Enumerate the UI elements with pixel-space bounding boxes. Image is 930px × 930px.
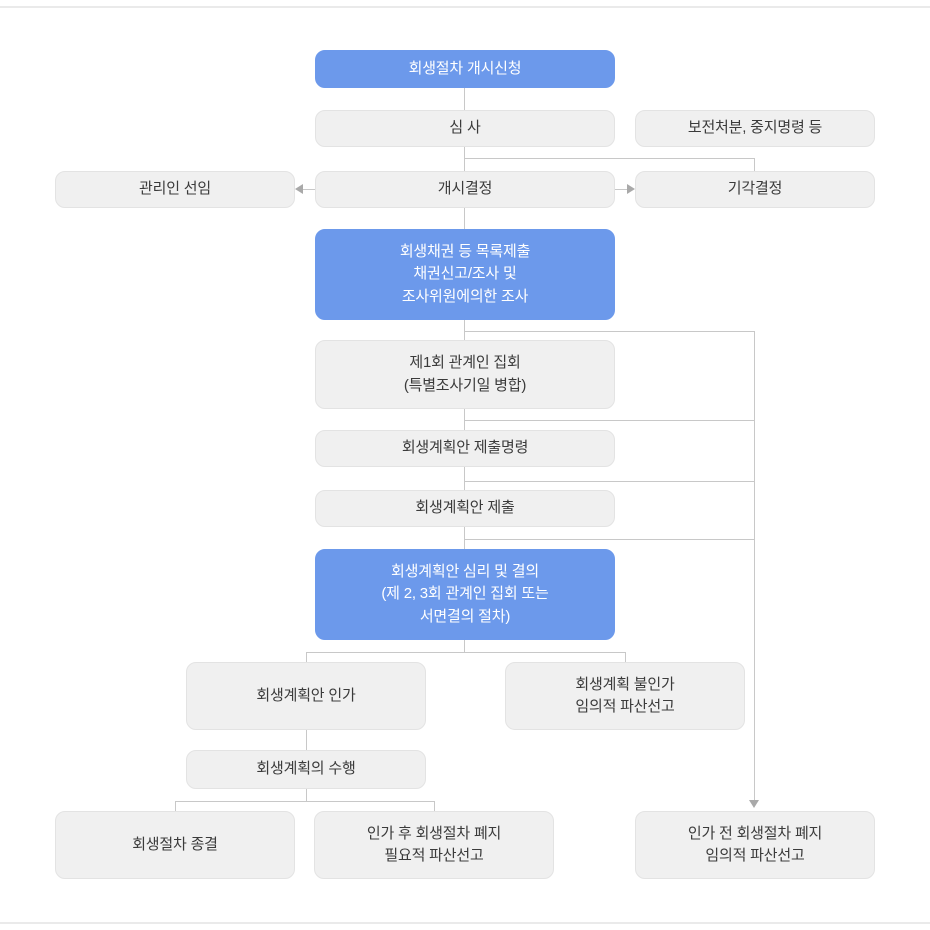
node-commencement-decision: 개시결정 <box>315 171 615 208</box>
node-label: 회생계획의 수행 <box>256 760 356 778</box>
node-label-line: 인가 후 회생절차 폐지 <box>366 824 502 842</box>
connector-split-to-post-discontinuance <box>434 801 435 811</box>
node-label-line: 채권신고/조사 및 <box>413 265 517 283</box>
node-label: 회생계획안 제출 <box>415 499 515 517</box>
connector-approval-implementation <box>306 730 307 750</box>
arrow-down-pre-discontinuance-icon <box>749 800 759 808</box>
connector-commencement-custodian <box>303 189 315 190</box>
node-label-line: 회생채권 등 목록제출 <box>399 242 531 260</box>
node-label: 회생절차 개시신청 <box>408 59 522 77</box>
node-label: 보전처분, 중지명령 등 <box>687 119 823 137</box>
connector-bottom-split-horizontal <box>175 801 434 802</box>
node-plan-submission: 회생계획안 제출 <box>315 490 615 527</box>
node-label-line: 필요적 파산선고 <box>384 847 484 864</box>
node-procedure-closure: 회생절차 종결 <box>55 811 295 879</box>
node-application: 회생절차 개시신청 <box>315 50 615 88</box>
arrow-left-custodian-icon <box>295 184 303 194</box>
node-plan-approval: 회생계획안 인가 <box>186 662 426 730</box>
node-first-meeting: 제1회 관계인 집회 (특별조사기일 병합) <box>315 340 615 409</box>
node-plan-implementation: 회생계획의 수행 <box>186 750 426 789</box>
node-label-line: 회생계획안 심리 및 결의 <box>391 562 539 580</box>
connector-plan-order-plan-submission <box>464 467 465 490</box>
node-label-line: (제 2, 3회 관계인 집회 또는 <box>381 585 549 603</box>
connector-branch-right-4 <box>464 539 754 540</box>
node-pre-approval-discontinuance: 인가 전 회생절차 폐지 임의적 파산선고 <box>635 811 875 879</box>
node-label: 심 사 <box>449 119 481 137</box>
connector-implementation-split-stub <box>306 789 307 801</box>
node-label-line: 서면결의 절차) <box>419 607 511 625</box>
node-label-line: 제1회 관계인 집회 <box>409 354 521 371</box>
node-label: 회생계획안 인가 <box>256 686 356 704</box>
node-claims-investigation: 회생채권 등 목록제출 채권신고/조사 및 조사위원에의한 조사 <box>315 229 615 320</box>
page-top-rule <box>0 6 930 8</box>
connector-plan-submission-deliberation <box>464 527 465 549</box>
node-label: 관리인 선임 <box>139 180 211 198</box>
node-examination: 심 사 <box>315 110 615 147</box>
connector-deliberation-split-stub <box>464 640 465 652</box>
arrow-right-dismissal-icon <box>627 184 635 194</box>
node-label: 개시결정 <box>437 180 493 198</box>
connector-branch-right-2 <box>464 420 754 421</box>
page-bottom-rule <box>0 922 930 924</box>
node-label: 회생절차 종결 <box>132 835 218 853</box>
connector-right-rail-to-pre-discontinuance <box>754 331 755 801</box>
connector-split-to-approval <box>306 652 307 662</box>
connector-branch-right-3 <box>464 481 754 482</box>
connector-examination-commencement <box>464 147 465 171</box>
connector-split-to-closure <box>175 801 176 811</box>
connector-split-to-disapproval <box>625 652 626 662</box>
connector-claims-first-meeting <box>464 320 465 340</box>
node-label-line: 임의적 파산선고 <box>575 698 675 715</box>
node-preservation: 보전처분, 중지명령 등 <box>635 110 875 147</box>
node-label: 회생계획안 제출명령 <box>401 439 529 457</box>
node-label-line: 조사위원에의한 조사 <box>401 287 529 305</box>
connector-first-meeting-plan-order <box>464 409 465 430</box>
node-label-line: (특별조사기일 병합) <box>403 376 527 394</box>
connector-commencement-claims <box>464 208 465 229</box>
node-label-line: 임의적 파산선고 <box>705 847 805 864</box>
node-label: 기각결정 <box>727 180 783 198</box>
connector-branch-to-dismissal-vertical <box>754 158 755 171</box>
node-custodian-appointment: 관리인 선임 <box>55 171 295 208</box>
node-post-approval-discontinuance: 인가 후 회생절차 폐지 필요적 파산선고 <box>314 811 554 879</box>
node-plan-submission-order: 회생계획안 제출명령 <box>315 430 615 467</box>
node-label-line: 인가 전 회생절차 폐지 <box>687 824 823 842</box>
node-plan-disapproval: 회생계획 불인가 임의적 파산선고 <box>505 662 745 730</box>
connector-branch-to-dismissal-horizontal <box>464 158 754 159</box>
node-label-line: 회생계획 불인가 <box>575 675 675 693</box>
connector-branch-right-1 <box>464 331 754 332</box>
node-plan-deliberation: 회생계획안 심리 및 결의 (제 2, 3회 관계인 집회 또는 서면결의 절차… <box>315 549 615 640</box>
connector-commencement-dismissal <box>615 189 628 190</box>
node-dismissal-decision: 기각결정 <box>635 171 875 208</box>
connector-approval-split-horizontal <box>306 652 625 653</box>
connector-application-examination <box>464 88 465 110</box>
